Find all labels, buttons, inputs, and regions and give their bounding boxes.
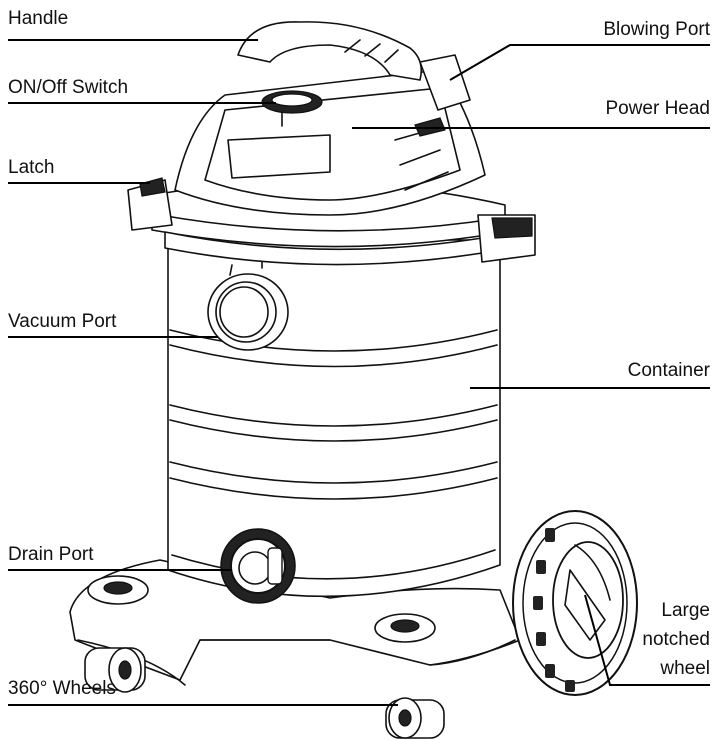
label-vacuum-port: Vacuum Port: [8, 311, 117, 332]
label-blowing-port: Blowing Port: [603, 19, 710, 40]
label-latch: Latch: [8, 157, 55, 178]
vacuum-port: [207, 257, 289, 351]
leader-lines: [8, 39, 710, 706]
base-frame: [69, 559, 521, 686]
handle: [237, 21, 423, 81]
drain-port: [220, 528, 296, 604]
label-large-notched-wheel-2: notched: [642, 629, 710, 650]
large-notched-wheel: [512, 510, 638, 696]
label-handle: Handle: [8, 8, 69, 29]
caster-wheels: [84, 647, 445, 739]
label-power-head: Power Head: [605, 98, 710, 119]
label-360-wheels: 360° Wheels: [8, 678, 116, 699]
latches: [127, 177, 536, 263]
label-large-notched-wheel-1: Large: [661, 600, 710, 621]
label-container: Container: [627, 360, 710, 381]
power-head: [174, 54, 486, 216]
label-on-off-switch: ON/Off Switch: [8, 77, 129, 98]
label-drain-port: Drain Port: [8, 544, 94, 565]
label-large-notched-wheel-3: wheel: [660, 658, 710, 679]
